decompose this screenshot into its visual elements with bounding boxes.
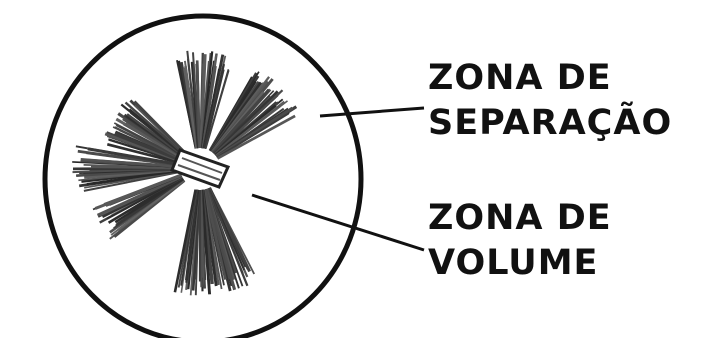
- separation-zone-label: ZONA DE SEPARAÇÃO: [428, 56, 672, 146]
- separation-leader-line: [320, 108, 424, 116]
- volume-zone-label-line2: VOLUME: [428, 241, 612, 286]
- separation-zone-label-line1: ZONA DE: [428, 56, 672, 101]
- volume-zone-label: ZONA DE VOLUME: [428, 196, 612, 286]
- bristle-cluster-top-right: [210, 72, 296, 159]
- separation-zone-label-line2: SEPARAÇÃO: [428, 101, 672, 146]
- volume-leader-line: [252, 195, 424, 250]
- volume-zone-label-line1: ZONA DE: [428, 196, 612, 241]
- bristle-cluster-bottom: [175, 188, 254, 296]
